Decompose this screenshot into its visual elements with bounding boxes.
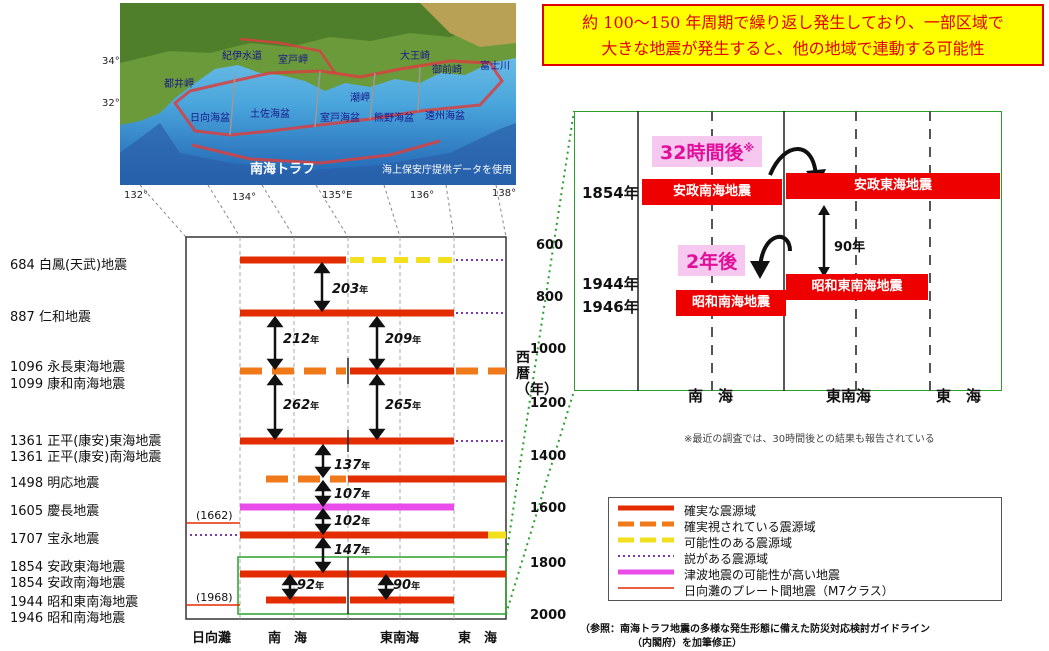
gap-label: 107年	[334, 487, 371, 502]
callout-line-2: 大きな地震が発生すると、他の地域で連動する可能性	[601, 39, 985, 58]
label-omaezaki: 御前崎	[432, 63, 462, 76]
ansei-tokai-bar: 安政東海地震	[786, 173, 1000, 199]
zoom-year-1854: 1854年	[582, 184, 639, 202]
quake-label: 1605 慶長地震	[10, 504, 100, 519]
label-nankai-trough: 南海トラフ	[250, 161, 315, 177]
map-credit: 海上保安庁提供データを使用	[382, 163, 512, 176]
axis-tick: 1200	[530, 396, 567, 411]
label-kii-channel: 紀伊水道	[222, 49, 262, 62]
gap-label: 90年	[393, 578, 421, 593]
legend-item: 説がある震源域	[684, 552, 769, 566]
gap-label: 265年	[385, 398, 422, 413]
gap-label: 203年	[332, 282, 369, 297]
quake-label: 887 仁和地震	[10, 310, 91, 325]
quake-label: 1944 昭和東南海地震	[10, 595, 139, 610]
zoom-grid	[637, 111, 931, 391]
source-line-2: （内閣府）を加筆修正）	[632, 638, 742, 649]
label-fujikawa: 富士川	[480, 59, 510, 72]
hyuga-year: (1968)	[196, 591, 233, 604]
lat-tick-34: 34°	[102, 56, 120, 67]
quake-label: 1707 宝永地震	[10, 532, 100, 547]
lag-label-2y: 2年後	[678, 245, 746, 276]
lon-tick-138: 138°	[492, 188, 517, 199]
callout-line-1: 約 100〜150 年周期で繰り返し発生しており、一部区域で	[582, 13, 1004, 32]
region-label: 東 海	[458, 631, 498, 646]
legend-swatches	[618, 505, 674, 589]
region-label: 日向灘	[192, 631, 232, 646]
axis-tick: 1400	[530, 449, 567, 464]
gap-label-90y: 90年	[834, 240, 866, 255]
legend-item: 日向灘のプレート間地震（M7クラス）	[684, 584, 894, 598]
legend-item: 確実な震源域	[684, 504, 757, 518]
gap-label: 102年	[334, 514, 371, 529]
gap-label: 147年	[334, 543, 371, 558]
zoom-panel	[574, 111, 1002, 391]
quake-label: 1854 安政東海地震	[10, 560, 126, 575]
lon-tick-132: 132°	[124, 190, 149, 201]
axis-tick: 800	[536, 290, 564, 305]
hyuga-year: (1662)	[196, 509, 233, 522]
summary-callout: 約 100〜150 年周期で繰り返し発生しており、一部区域で 大きな地震が発生す…	[542, 4, 1044, 66]
axis-tick: 600	[536, 238, 564, 253]
quake-label: 1854 安政南海地震	[10, 576, 126, 591]
lag-label-32h: 32時間後※	[652, 136, 763, 167]
label-muroto-cape: 室戸岬	[278, 53, 308, 66]
gap-label: 212年	[283, 332, 320, 347]
lon-tick-135: 135°E	[322, 190, 353, 201]
gap-label: 92年	[297, 578, 325, 593]
showa-nankai-bar: 昭和南海地震	[676, 290, 786, 316]
quake-label: 1498 明応地震	[10, 476, 100, 491]
label-daiozaki: 大王崎	[400, 49, 430, 62]
quake-label: 1361 正平(康安)東海地震	[10, 434, 162, 449]
region-label: 東南海	[380, 631, 420, 646]
zoom-region-label: 東南海	[826, 387, 872, 405]
gap-label: 137年	[334, 458, 371, 473]
quake-label: 684 白鳳(天武)地震	[10, 258, 128, 273]
legend-item: 確実視されている震源域	[684, 520, 816, 534]
axis-tick: 1800	[530, 556, 567, 571]
zoom-region-label: 南 海	[688, 387, 734, 405]
legend-box	[608, 497, 1002, 601]
axis-label: 西暦（年）	[516, 350, 558, 398]
quake-label: 1099 康和南海地震	[10, 377, 126, 392]
lon-tick-134: 134°	[232, 192, 257, 203]
zoom-region-label: 東 海	[936, 387, 982, 405]
lat-tick-32: 32°	[102, 98, 120, 109]
quake-label: 1361 正平(康安)南海地震	[10, 450, 162, 465]
zoom-year-1946: 1946年	[582, 298, 639, 316]
quake-label: 1096 永長東海地震	[10, 360, 126, 375]
label-tosa: 土佐海盆	[250, 107, 290, 120]
zoom-year-1944: 1944年	[582, 275, 639, 293]
ansei-nankai-bar: 安政南海地震	[642, 179, 782, 205]
source-line-1: （参照：南海トラフ地震の多様な発生形態に備えた防災対応検討ガイドライン	[580, 624, 930, 635]
quake-label: 1946 昭和南海地震	[10, 611, 126, 626]
label-kumano: 熊野海盆	[374, 111, 414, 124]
showa-tonankai-bar: 昭和東南海地震	[786, 274, 928, 300]
legend-item: 津波地震の可能性が高い地震	[684, 568, 841, 582]
gap-label: 209年	[385, 332, 422, 347]
label-muroto-basin: 室戸海盆	[320, 111, 360, 124]
label-shionomisaki: 潮岬	[350, 91, 370, 104]
label-toi: 都井岬	[164, 77, 194, 90]
axis-tick: 1600	[530, 501, 567, 516]
label-enshu: 遠州海盆	[425, 109, 465, 122]
region-label: 南 海	[268, 631, 308, 646]
zoom-note: ※最近の調査では、30時間後との結果も報告されている	[684, 434, 935, 445]
label-hyuga: 日向海盆	[190, 111, 230, 124]
nankai-trough-map: 都井岬 日向海盆 土佐海盆 室戸岬 紀伊水道 室戸海盆 潮岬 熊野海盆 遠州海盆…	[120, 3, 516, 185]
axis-tick: 1000	[530, 342, 567, 357]
legend-item: 可能性のある震源域	[684, 536, 793, 550]
gap-label: 262年	[283, 398, 320, 413]
axis-tick: 2000	[530, 608, 567, 623]
lon-tick-136: 136°	[410, 190, 435, 201]
